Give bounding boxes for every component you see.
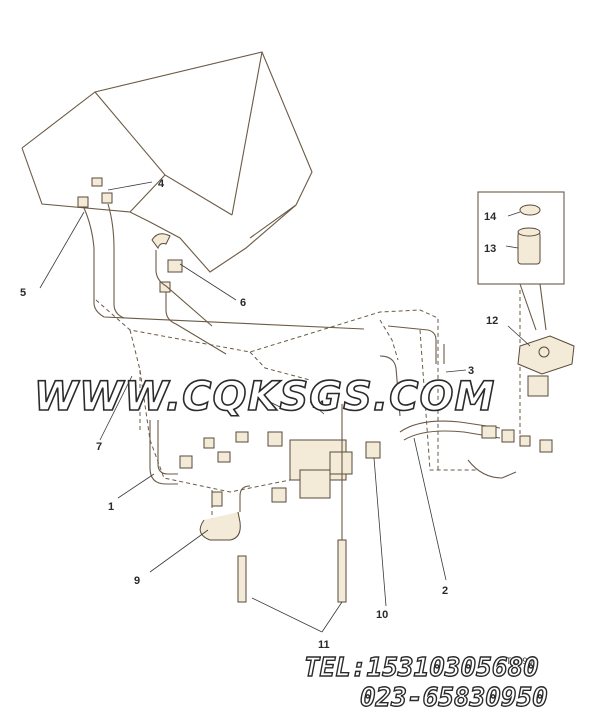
callout-3: 3 [468,365,474,377]
callout-12: 12 [486,315,498,327]
callout-7: 7 [96,441,102,453]
callout-14-lower: 14 [312,399,325,411]
elbow-10 [365,355,401,459]
dashed-routing [95,290,521,520]
callout-5: 5 [20,287,26,299]
inset-box [477,191,565,331]
callout-1: 1 [108,501,114,513]
engine-housing [21,51,313,273]
callout-8: 8 [288,389,294,401]
valve-block [179,431,353,503]
drawing-code: T1696 [506,657,533,667]
callout-6: 6 [240,297,246,309]
tube-2 [399,420,553,479]
hose-1 [149,420,178,485]
callout-9: 9 [134,575,140,587]
callout-11: 11 [318,639,330,651]
leader-lines [39,181,531,633]
fitting-4 [77,177,113,208]
watermark-tel: TEL:15310305680 [304,653,539,683]
callout-2: 2 [442,585,448,597]
watermark-site: WWW.CQKSGS.COM [34,374,495,420]
callout-13: 13 [484,243,496,255]
callout-4: 4 [158,178,165,190]
elbow-6 [151,233,183,293]
hose-lines [83,203,365,355]
hose-3 [387,325,445,364]
filter-head-12 [517,335,575,397]
hose-9 [199,485,251,541]
callout-14: 14 [484,211,497,223]
watermark-phone: 023-65830950 [360,683,548,713]
callout-10: 10 [376,609,388,621]
tube-11 [237,404,347,603]
